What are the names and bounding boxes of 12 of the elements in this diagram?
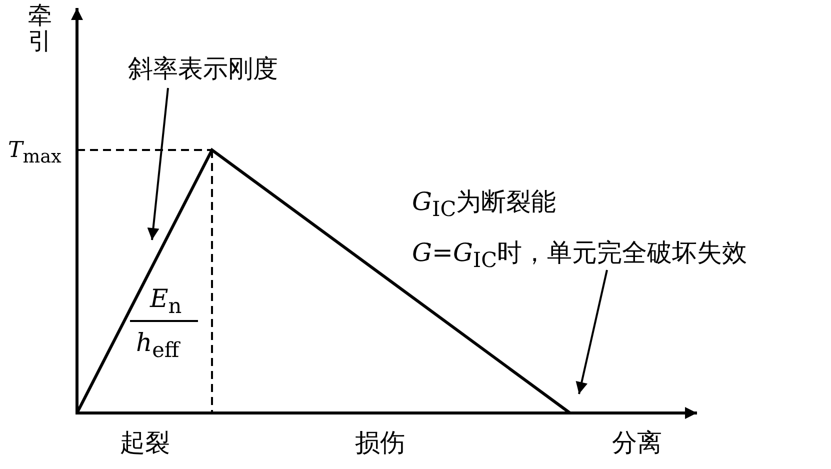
callout-text: 斜率表示刚度 (128, 54, 278, 83)
leader-arrow (147, 88, 169, 240)
formula-denominator: h$_{eff}$ (136, 328, 180, 364)
leader-arrow (576, 270, 608, 394)
stage-label: 起裂 (120, 428, 170, 458)
callout-text: G$_{IC}$为断裂能 (412, 187, 556, 216)
callout-text: G=G$_{IC}$时，单元完全破坏失效 (412, 238, 748, 267)
stage-label: 损伤 (355, 428, 405, 458)
axis-label: 牵引 (28, 2, 53, 54)
formula-numerator: E$_{n}$ (150, 284, 182, 320)
stage-label: 分离 (612, 428, 662, 458)
peak-label: T$_{max}$ (8, 137, 62, 170)
